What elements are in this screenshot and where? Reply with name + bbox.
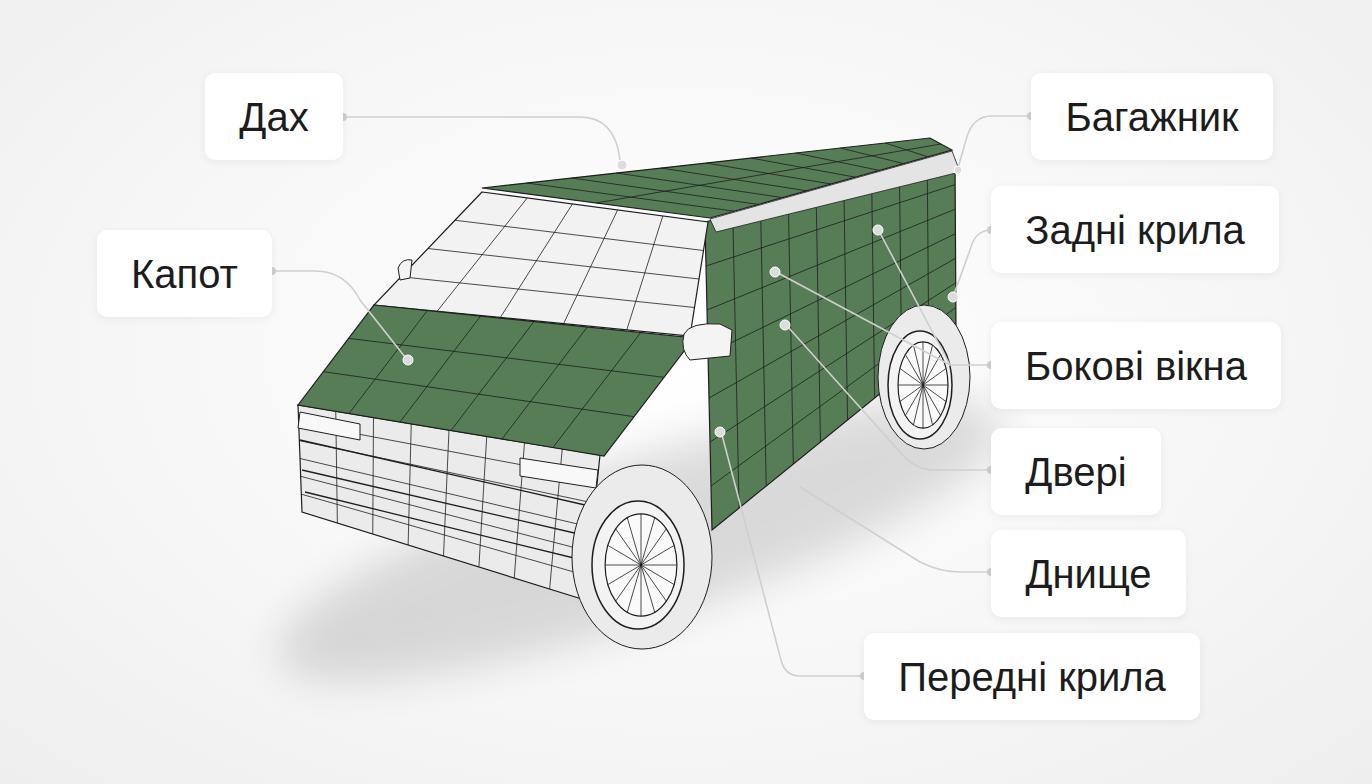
leader-line	[722, 435, 864, 676]
spoke	[641, 545, 674, 565]
spoke	[641, 514, 642, 565]
spoke	[641, 565, 642, 616]
wheel-arch	[572, 465, 712, 649]
part-dot	[403, 355, 413, 365]
mesh-line	[323, 372, 634, 417]
hood-panel-fill	[298, 305, 694, 456]
headlight	[298, 412, 360, 440]
leader-lines	[272, 116, 1031, 676]
part-name: Днище	[1025, 554, 1151, 594]
headlight	[520, 458, 598, 488]
rim	[605, 514, 677, 616]
wheel	[572, 465, 712, 649]
mesh-line	[401, 277, 695, 308]
part-dot	[770, 267, 780, 277]
callout-label: Двері	[991, 428, 1161, 515]
leader-line	[954, 230, 991, 294]
spoke	[616, 565, 641, 601]
tyre	[592, 501, 684, 629]
leader-line	[778, 273, 950, 365]
callout-label: Задні крила	[991, 186, 1279, 273]
spoke	[605, 565, 641, 566]
part-dot	[954, 166, 962, 174]
mesh-line	[844, 188, 848, 420]
spoke	[641, 529, 666, 565]
spoke	[641, 565, 677, 566]
spoke	[923, 385, 941, 416]
mesh-line	[553, 333, 641, 448]
part-dots	[403, 160, 962, 437]
spoke	[923, 385, 924, 428]
spoke	[616, 529, 641, 565]
callout-label: Багажник	[1031, 73, 1273, 160]
roof-rim	[710, 151, 960, 232]
part-dot	[715, 427, 725, 437]
hood-panel	[298, 305, 694, 456]
spoke	[913, 345, 923, 385]
spoke	[923, 342, 924, 385]
leader-dots	[268, 112, 1035, 680]
mesh-line	[711, 307, 956, 486]
mesh-line	[872, 181, 875, 398]
van-body	[298, 138, 970, 649]
part-name: Дах	[239, 97, 308, 137]
mirror	[683, 324, 732, 360]
mesh-line	[400, 316, 481, 422]
mesh-line	[301, 494, 587, 576]
spoke	[905, 385, 923, 416]
part-dot	[617, 160, 627, 170]
leader-line	[800, 487, 991, 572]
spoke	[641, 565, 655, 612]
part-name: Капот	[131, 254, 238, 294]
callout-label: Дах	[205, 73, 343, 160]
rim	[898, 342, 948, 428]
grille-line	[305, 492, 582, 560]
callout-label: Капот	[97, 230, 272, 317]
part-name: Багажник	[1065, 97, 1238, 137]
mesh-line	[733, 215, 739, 508]
leader-line	[958, 116, 1031, 168]
part-name: Бокові вікна	[1025, 346, 1247, 386]
spoke	[923, 368, 946, 385]
mesh-line	[816, 194, 820, 442]
part-dot	[780, 320, 790, 330]
mesh-line	[761, 208, 767, 486]
part-dot	[873, 225, 883, 235]
leader-line	[343, 117, 620, 160]
mesh-line	[349, 338, 664, 377]
part-dot	[948, 292, 958, 302]
part-name: Двері	[1025, 452, 1126, 492]
callout-label: Днище	[991, 530, 1186, 617]
callout-label: Передні крила	[864, 633, 1200, 720]
spoke	[923, 385, 933, 425]
mesh-line	[502, 327, 587, 439]
mesh-line	[451, 322, 534, 431]
tyre	[888, 331, 952, 439]
leader-line	[272, 271, 405, 357]
leader-line	[788, 327, 991, 470]
spoke	[898, 385, 923, 386]
mesh-line	[349, 311, 427, 414]
mesh-line	[301, 476, 590, 551]
spoke	[900, 385, 923, 402]
mirror	[398, 260, 412, 280]
callout-label: Бокові вікна	[991, 322, 1281, 409]
part-name: Задні крила	[1025, 210, 1245, 250]
spoke	[923, 385, 948, 386]
mesh-line	[455, 220, 704, 250]
part-name: Передні крила	[898, 657, 1166, 697]
spoke	[608, 565, 641, 585]
spoke	[641, 565, 666, 601]
leader-line	[880, 233, 991, 365]
wheel-arch	[878, 305, 970, 449]
spoke	[905, 354, 923, 385]
wheel	[878, 305, 970, 449]
mesh-line	[428, 249, 699, 280]
spoke	[627, 518, 641, 565]
